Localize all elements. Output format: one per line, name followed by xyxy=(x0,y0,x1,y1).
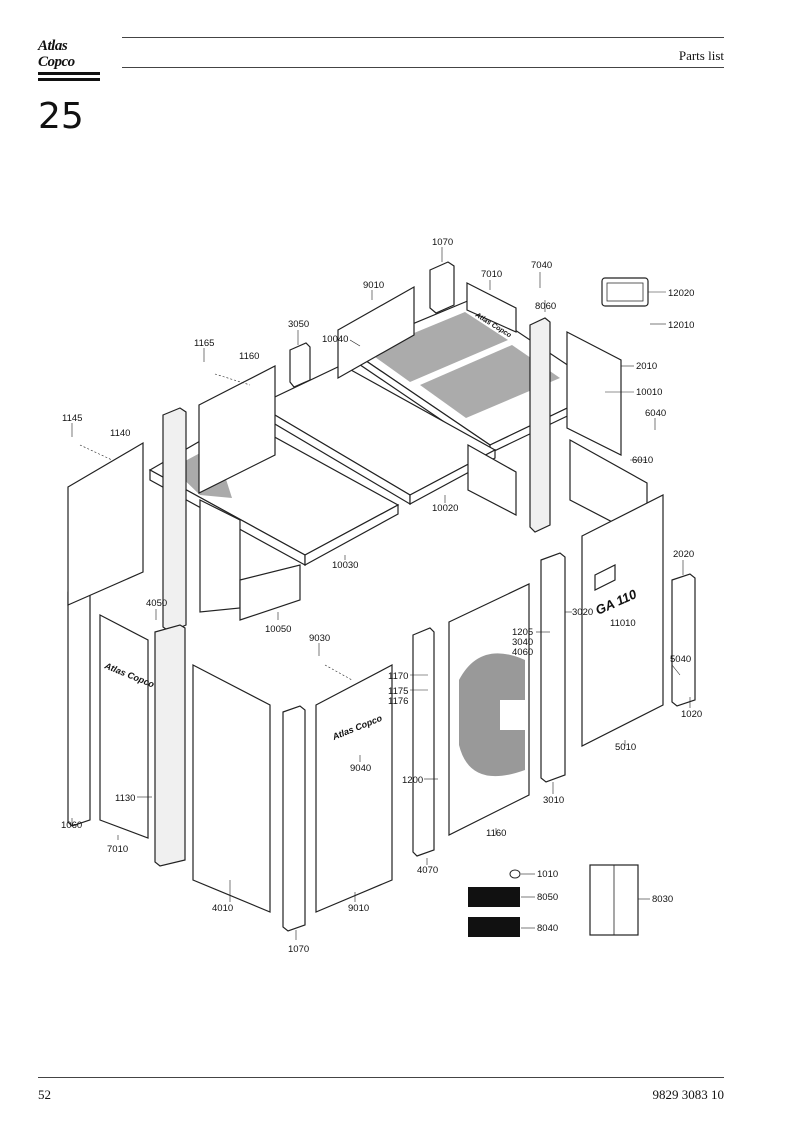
callout: 7010 xyxy=(107,844,128,855)
callout: 8050 xyxy=(537,892,558,903)
document-number: 9829 3083 10 xyxy=(652,1087,725,1102)
callout: 1160 xyxy=(486,828,506,839)
callout: 1170 xyxy=(388,671,408,682)
callout: 1175 xyxy=(388,686,408,697)
callout: 9010 xyxy=(363,280,384,291)
callout: 1160 xyxy=(239,351,259,362)
callout: 4070 xyxy=(417,865,438,876)
callout: 7040 xyxy=(531,260,552,271)
section-number: 25 xyxy=(38,96,84,137)
callout: 10040 xyxy=(322,334,348,345)
callout: 1070 xyxy=(288,944,309,955)
callout: 1176 xyxy=(388,696,408,707)
small-parts xyxy=(468,277,649,937)
callout: 8060 xyxy=(535,301,556,312)
callout: 5010 xyxy=(615,742,636,753)
callout: 5040 xyxy=(670,654,691,665)
page-number: 52 xyxy=(38,1087,51,1102)
callout: 1010 xyxy=(537,869,558,880)
callout: 8030 xyxy=(652,894,673,905)
callouts: 1070 7010 7040 12020 9010 8060 12010 305… xyxy=(61,237,702,955)
callout: 3050 xyxy=(288,319,309,330)
callout: 2020 xyxy=(673,549,694,560)
callout: 3010 xyxy=(543,795,564,806)
callout: 11010 xyxy=(610,618,636,629)
header-rule-bottom xyxy=(122,67,724,68)
callout: 1145 xyxy=(62,413,82,424)
callout: 12020 xyxy=(668,288,694,299)
callout: 7010 xyxy=(481,269,502,280)
callout: 10030 xyxy=(332,560,358,571)
callout: 12010 xyxy=(668,320,694,331)
logo-bar xyxy=(38,72,100,75)
callout: 1165 xyxy=(194,338,214,349)
header-rule-top xyxy=(122,37,724,38)
callout: 1020 xyxy=(681,709,702,720)
callout: 2010 xyxy=(636,361,657,372)
callout: 1060 xyxy=(61,820,82,831)
callout: 10050 xyxy=(265,624,291,635)
page-title: Parts list xyxy=(678,48,724,63)
callout: 9010 xyxy=(348,903,369,914)
logo-text: Atlas Copco xyxy=(38,38,75,70)
callout: 1200 xyxy=(402,775,423,786)
callout: 4060 xyxy=(512,647,533,658)
callout: 9030 xyxy=(309,633,330,644)
callout: 1070 xyxy=(432,237,453,248)
callout: 3020 xyxy=(572,607,593,618)
callout: 8040 xyxy=(537,923,558,934)
logo-bar xyxy=(38,78,100,81)
callout: 6010 xyxy=(632,455,653,466)
callout: 4050 xyxy=(146,598,167,609)
callout: 1130 xyxy=(115,793,135,804)
exploded-parts-drawing: Atlas Copco Atlas Copco Atlas Copco GA 1… xyxy=(61,237,702,955)
leader-lines xyxy=(71,247,691,940)
callout: 4010 xyxy=(212,903,233,914)
callout: 10010 xyxy=(636,387,662,398)
callout: 9040 xyxy=(350,763,371,774)
callout: 1140 xyxy=(110,428,130,439)
footer-rule xyxy=(38,1077,724,1078)
callout: 1205 xyxy=(512,627,533,638)
callout: 6040 xyxy=(645,408,666,419)
posts xyxy=(67,261,696,932)
callout: 10020 xyxy=(432,503,458,514)
atlas-copco-logo: Atlas Copco xyxy=(38,38,100,81)
callout: 3040 xyxy=(512,637,533,648)
front-panels xyxy=(67,441,664,913)
